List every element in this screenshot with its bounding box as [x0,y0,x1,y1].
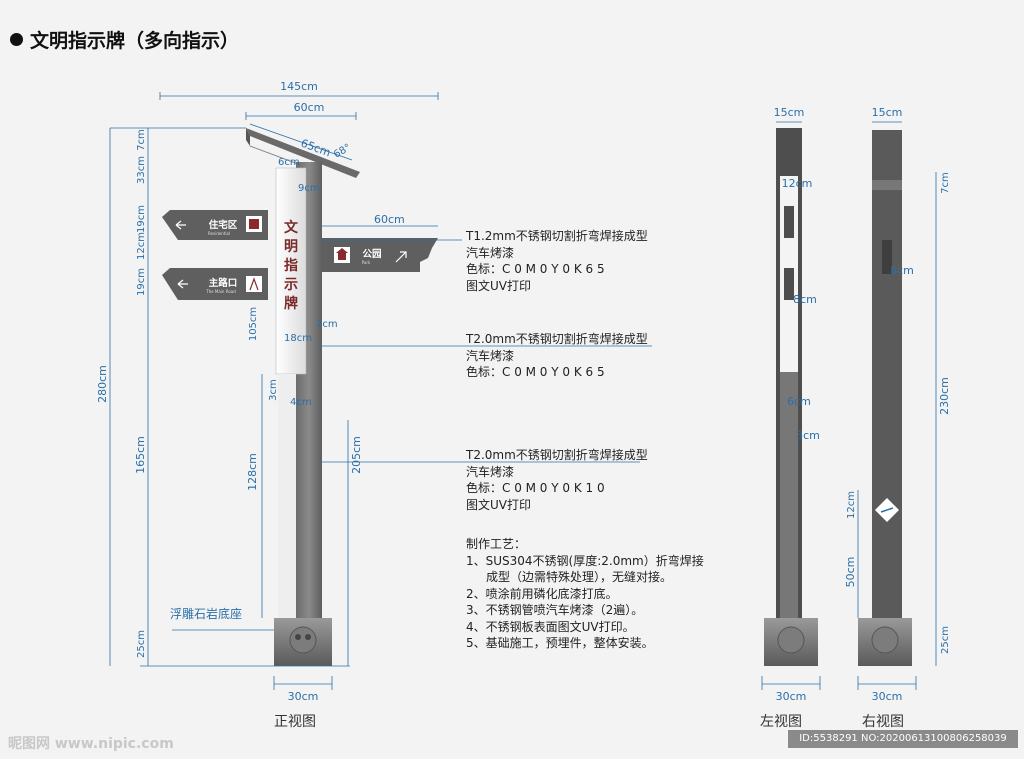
side-dim-30: 30cm [776,690,807,703]
dim-18: 18cm [284,333,312,344]
dim-105: 105cm [248,307,259,341]
dim-165: 165cm [134,436,147,474]
sign-mainroad-cn: 主路口 [209,277,238,289]
bullet-dot [10,33,23,46]
right-view [858,130,912,666]
vertical-char: 牌 [284,295,298,312]
dim-205: 205cm [350,436,363,474]
dim-60-arm: 60cm [374,213,405,226]
right-dim-7: 7cm [940,172,951,194]
material-note-2: T2.0mm不锈钢切割折弯焊接成型 汽车烤漆 色标：C 0 M 0 Y 0 K … [466,331,648,381]
vertical-char: 示 [284,277,298,293]
sign-residential: 住宅区 Residential [162,210,268,240]
vertical-panel-text: 文 明 指 示 牌 [284,219,299,312]
note-line: T2.0mm不锈钢切割折弯焊接成型 [466,448,648,462]
left-view [764,128,818,666]
dim-30-front: 30cm [288,690,319,703]
process-heading: 制作工艺： [466,537,527,551]
dim-angle-68: 68° [332,142,353,160]
right-dim-15: 15cm [872,106,903,119]
dim-280: 280cm [96,365,109,403]
note-line: 汽车烤漆 [466,348,515,363]
vertical-char: 明 [284,239,298,255]
material-note-1: T1.2mm不锈钢切割折弯焊接成型 汽车烤漆 色标：C 0 M 0 Y 0 K … [466,228,648,294]
roof-arm [246,128,360,178]
stone-base-front [274,618,332,666]
process-steps: 制作工艺： 1、SUS304不锈钢(厚度:2.0mm）折弯焊接 成型（边需特殊处… [466,536,704,652]
note-line: 汽车烤漆 [466,464,515,479]
sign-park-cn: 公园 [362,249,381,260]
note-line: 图文UV打印 [466,278,531,293]
side-dim-6: 6cm [787,395,811,408]
dim-7-vert: 7cm [136,129,147,151]
note-line: 图文UV打印 [466,497,531,512]
left-view-label: 左视图 [760,714,802,730]
vertical-char: 文 [284,219,299,236]
dim-19a: 19cm [136,205,147,233]
sign-main-road: 主路口 The Main Road [162,268,268,300]
side-dim-15: 15cm [774,106,805,119]
right-dim-12: 12cm [846,491,857,519]
process-step: 4、不锈钢板表面图文UV打印。 [466,619,635,634]
dim-25: 25cm [136,630,147,658]
dim-60-top: 60cm [294,101,325,114]
arrow-left-icon [177,279,188,289]
road-icon [246,276,262,292]
side-dim-3: 3cm [796,429,820,442]
right-dim-230: 230cm [938,377,951,415]
front-dimension-lines [109,92,652,690]
process-step: 5、基础施工，预埋件，整体安装。 [466,636,654,650]
dim-33: 33cm [136,156,147,184]
sign-park-en: Park [362,260,371,265]
process-step: 成型（边需特殊处理），无缝对接。 [486,570,673,584]
panel-lower-strip [278,374,296,618]
right-view-dim-lines [857,121,937,690]
process-step: 1、SUS304不锈钢(厚度:2.0mm）折弯焊接 [466,553,704,568]
dim-145: 145cm [280,80,318,93]
right-dim-25: 25cm [940,626,951,654]
sign-residential-cn: 住宅区 [209,219,238,231]
title-text: 文明指示牌（多向指示） [30,30,240,52]
note-line: 汽车烤漆 [466,245,515,260]
page-title: 文明指示牌（多向指示） [10,26,239,53]
arrow-up-right-icon [395,251,407,263]
sign-park: 公园 Park [322,238,438,272]
id-bar: ID:5538291 NO:20200613100806258039 [788,730,1018,748]
right-dim-8: 8cm [890,264,914,277]
dim-12: 12cm [136,232,147,260]
process-step: 3、不锈钢管喷汽车烤漆（2遍）。 [466,603,644,617]
dim-19b: 19cm [136,268,147,296]
dim-9: 9cm [298,183,320,194]
note-line: 色标：C 0 M 0 Y 0 K 6 5 [466,365,605,379]
watermark: 昵图网 www.nipic.com [8,736,174,752]
right-dim-50: 50cm [844,557,857,588]
dim-128: 128cm [246,453,259,491]
dim-7: 7cm [316,319,338,330]
sign-residential-en: Residential [208,231,230,236]
left-view-dim-lines [761,121,821,690]
base-label: 浮雕石岩底座 [170,606,242,621]
side-dim-12: 12cm [782,177,813,190]
left-view-dim-labels: 15cm 12cm 8cm 6cm 3cm 30cm [774,106,820,703]
sign-mainroad-en: The Main Road [205,289,236,294]
dim-4: 4cm [290,397,312,408]
right-dim-30: 30cm [872,690,903,703]
right-view-dim-labels: 15cm 7cm 8cm 230cm 12cm 50cm 25cm 30cm [844,106,951,703]
note-line: T2.0mm不锈钢切割折弯焊接成型 [466,332,648,346]
front-view-label: 正视图 [274,714,316,730]
note-line: 色标：C 0 M 0 Y 0 K 1 0 [466,481,605,495]
arrow-left-icon [175,220,186,230]
note-line: 色标：C 0 M 0 Y 0 K 6 5 [466,262,605,276]
note-line: T1.2mm不锈钢切割折弯焊接成型 [466,229,648,243]
vertical-char: 指 [284,257,298,274]
material-note-3: T2.0mm不锈钢切割折弯焊接成型 汽车烤漆 色标：C 0 M 0 Y 0 K … [466,447,648,513]
side-dim-8: 8cm [793,293,817,306]
process-step: 2、喷涂前用磷化底漆打底。 [466,586,618,601]
dim-6: 6cm [278,157,300,168]
right-view-label: 右视图 [862,714,904,730]
dim-3: 3cm [268,379,279,401]
